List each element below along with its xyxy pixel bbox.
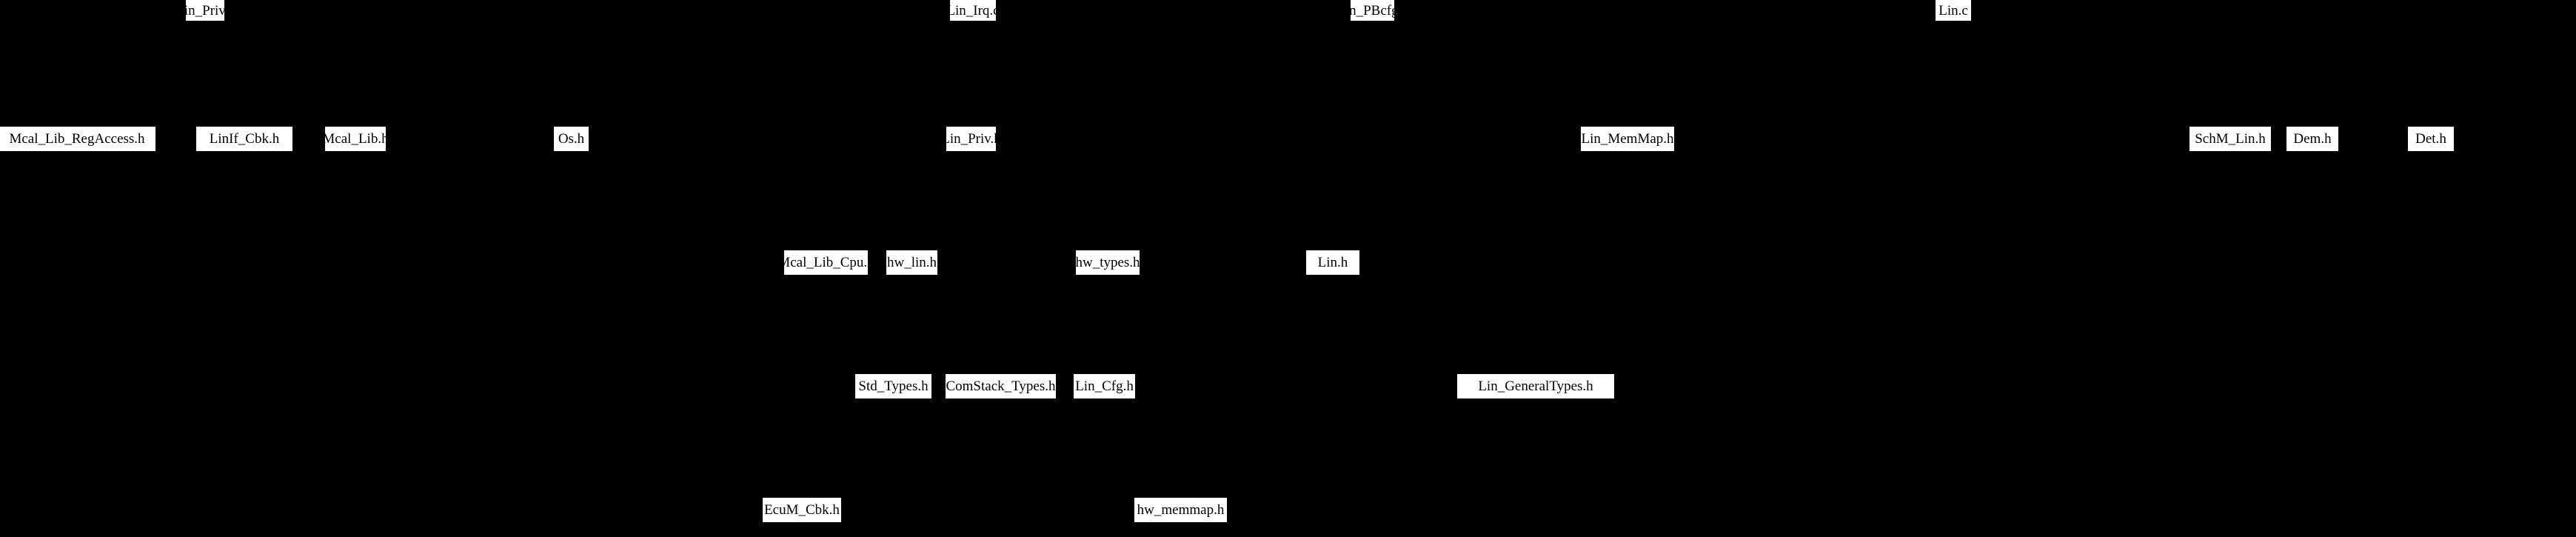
graph-node[interactable]: Lin_MemMap.h — [1581, 127, 1674, 151]
graph-node-label: Mcal_Lib.h — [322, 131, 389, 147]
graph-node-label: SchM_Lin.h — [2195, 131, 2266, 147]
graph-node[interactable]: Lin_Cfg.h — [1074, 374, 1135, 398]
graph-node[interactable]: Std_Types.h — [855, 374, 931, 398]
graph-node[interactable]: hw_lin.h — [886, 250, 937, 275]
graph-node[interactable]: Mcal_Lib_RegAccess.h — [0, 127, 155, 151]
graph-node-label: Lin.h — [1317, 255, 1348, 270]
graph-node-label: Lin_Priv.c — [175, 2, 235, 19]
graph-node-label: hw_types.h — [1075, 255, 1140, 270]
graph-node[interactable]: Lin_Priv.c — [175, 0, 235, 21]
graph-node[interactable]: Mcal_Lib.h — [322, 127, 389, 151]
graph-node[interactable]: Lin_GeneralTypes.h — [1457, 374, 1614, 398]
graph-node[interactable]: Lin.h — [1306, 250, 1359, 275]
graph-node-label: Lin.c — [1938, 2, 1968, 19]
graph-node-label: LinIf_Cbk.h — [209, 131, 280, 147]
graph-node[interactable]: LinIf_Cbk.h — [196, 127, 292, 151]
graph-node-label: Lin_Priv.h — [941, 131, 1001, 147]
graph-node[interactable]: Lin_Irq.c — [946, 0, 1000, 21]
graph-node-label: Lin_Irq.c — [946, 2, 1000, 19]
graph-node[interactable]: Det.h — [2408, 127, 2454, 151]
graph-node-label: Mcal_Lib_RegAccess.h — [9, 131, 145, 147]
graph-node[interactable]: Dem.h — [2286, 127, 2338, 151]
graph-node[interactable]: EcuM_Cbk.h — [763, 498, 841, 522]
graph-node[interactable]: Os.h — [554, 127, 589, 151]
graph-node-label: hw_memmap.h — [1137, 502, 1225, 518]
graph-node-label: Det.h — [2415, 131, 2446, 147]
graph-node-label: Lin_MemMap.h — [1581, 131, 1674, 147]
graph-node[interactable]: Lin_Priv.h — [941, 127, 1001, 151]
graph-node[interactable]: hw_memmap.h — [1134, 498, 1227, 522]
graph-node-label: hw_lin.h — [886, 255, 937, 270]
graph-node-label: Os.h — [558, 131, 585, 147]
graph-node[interactable]: Mcal_Lib_Cpu.h — [777, 250, 874, 275]
graph-node-label: Lin_GeneralTypes.h — [1478, 378, 1593, 394]
graph-node[interactable]: Lin.c — [1936, 0, 1971, 21]
graph-node-label: Lin_Cfg.h — [1075, 378, 1134, 394]
graph-node[interactable]: Lin_PBcfg.c — [1336, 0, 1408, 21]
graph-node-label: ComStack_Types.h — [946, 378, 1056, 394]
graph-node-label: Lin_PBcfg.c — [1336, 2, 1408, 19]
graph-node-label: Mcal_Lib_Cpu.h — [777, 255, 874, 270]
graph-node-label: Dem.h — [2293, 131, 2332, 147]
graph-node[interactable]: hw_types.h — [1075, 250, 1140, 275]
graph-node-label: Std_Types.h — [858, 378, 929, 394]
graph-node[interactable]: SchM_Lin.h — [2189, 127, 2271, 151]
graph-node-label: EcuM_Cbk.h — [764, 502, 840, 518]
graph-node[interactable]: ComStack_Types.h — [946, 374, 1056, 398]
